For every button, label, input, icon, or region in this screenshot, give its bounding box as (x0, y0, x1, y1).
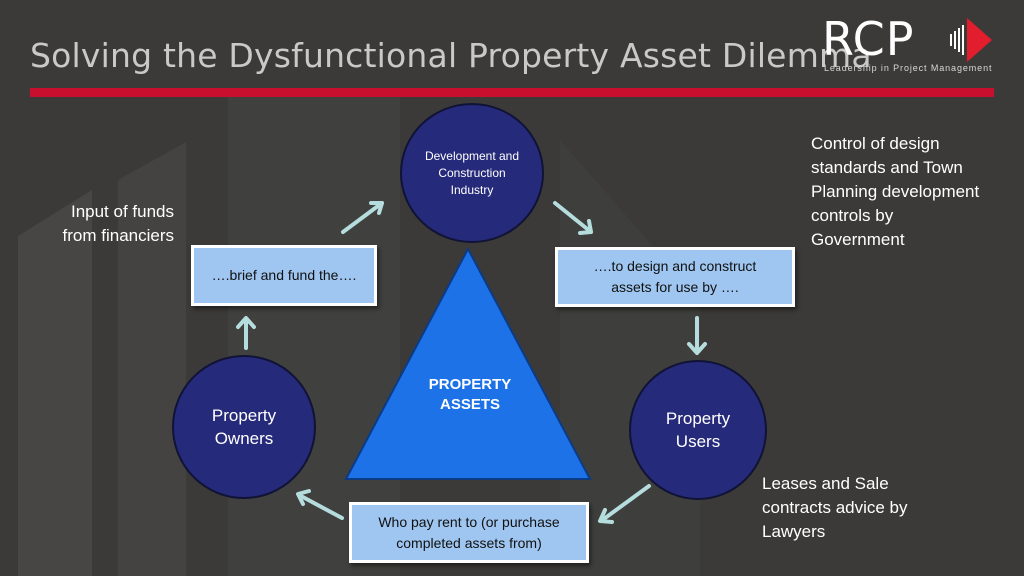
brief-and-fund-box: ….brief and fund the…. (191, 245, 377, 306)
brief-and-fund-text: ….brief and fund the…. (211, 267, 357, 283)
logo-arrow-icon (950, 18, 992, 62)
design-and-construct-text: ….to design and construct assets for use… (593, 258, 757, 295)
government-control-note: Control of design standards and Town Pla… (811, 134, 980, 249)
arrow-icon-brief-to-development (341, 201, 384, 234)
property-owners-label: Property Owners (211, 406, 277, 448)
property-users-node: Property Users (629, 360, 767, 500)
property-assets-label: PROPERTY ASSETS (428, 376, 512, 413)
pay-rent-text: Who pay rent to (or purchase completed a… (378, 513, 560, 551)
arrow-icon-users-to-rent (598, 484, 651, 524)
slide-title: Solving the Dysfunctional Property Asset… (30, 36, 872, 75)
lawyers-note: Leases and Sale contracts advice by Lawy… (762, 474, 908, 541)
logo-tagline: Leadership in Project Management (824, 63, 993, 73)
property-users-label: Property Users (665, 409, 731, 451)
arrow-icon-owners-to-brief (236, 316, 256, 350)
arrow-icon-rent-to-owners (296, 489, 344, 520)
arrow-icon-design-to-users (687, 316, 707, 355)
logo-wordmark: RCP (822, 12, 915, 66)
development-industry-label: Development and Construction Industry (424, 148, 520, 197)
design-and-construct-box: ….to design and construct assets for use… (555, 247, 795, 307)
pay-rent-box: Who pay rent to (or purchase completed a… (349, 502, 589, 563)
property-assets-triangle (344, 246, 592, 480)
property-owners-node: Property Owners (172, 355, 316, 499)
arrow-icon-development-to-design (553, 201, 593, 235)
title-underline (30, 88, 994, 97)
financiers-note: Input of funds from financiers (62, 202, 174, 245)
company-logo: RCP Leadership in Project Management (822, 12, 997, 76)
development-industry-node: Development and Construction Industry (400, 103, 544, 243)
